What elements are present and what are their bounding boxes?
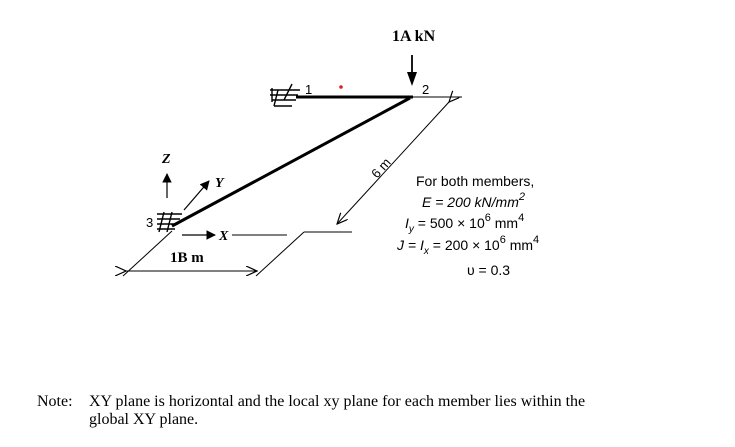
x-axis-label: X [218,229,229,244]
dimension-line-6m [337,102,449,224]
load-label: 1A kN [392,28,436,45]
note-line-2: global XY plane. [89,411,199,428]
property-Iy: Iy = 500 × 106 mm4 [405,212,524,235]
node-1-label: 1 [305,82,312,97]
fixed-support-node-1 [270,83,300,107]
property-J: J = Ix = 200 × 106 mm4 [396,234,539,257]
note: Note: XY plane is horizontal and the loca… [37,393,687,429]
z-axis-label: Z [161,152,171,167]
properties-block: For both members, E = 200 kN/mm2 Iy = 50… [396,173,539,278]
property-E: E = 200 kN/mm2 [422,191,525,210]
member-2-3 [171,96,411,228]
note-line-1: XY plane is horizontal and the local xy … [89,393,586,410]
dimension-label-1b: 1B m [170,250,204,266]
y-axis-arrow [183,180,210,211]
load-arrow [407,55,417,86]
structure-diagram: 1A kN 1 2 6 m 3 Z Y X [0,28,539,278]
note-label: Note: [37,393,73,410]
extension-line-1b-left [122,230,173,277]
node-2-label: 2 [422,82,429,97]
properties-header: For both members, [416,173,534,189]
fixed-support-node-3 [157,211,182,233]
y-axis-label: Y [215,176,225,191]
dimension-label-6m: 6 m [368,155,394,181]
marker-dot [339,85,343,89]
extension-line-1b-right [255,231,305,277]
property-nu: υ = 0.3 [467,262,510,278]
node-3-label: 3 [146,215,153,230]
